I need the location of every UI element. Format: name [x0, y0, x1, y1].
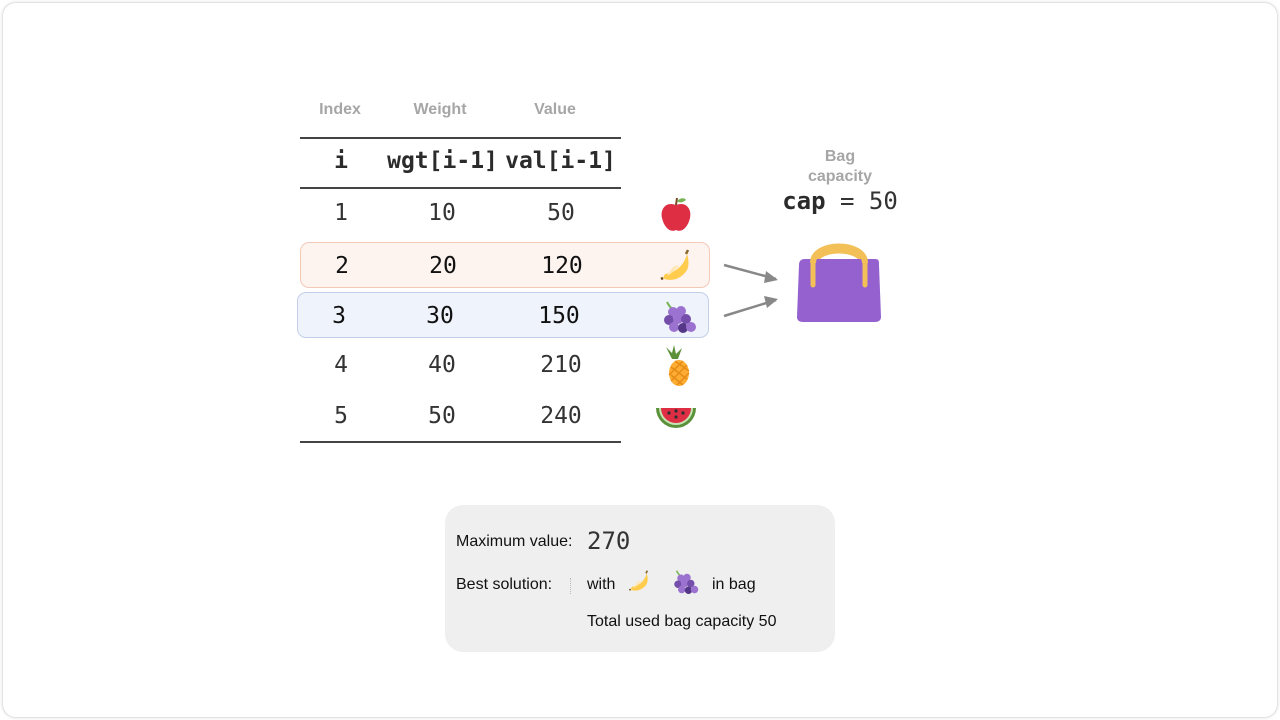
header-value: Value [534, 101, 576, 118]
cap-value: = 50 [840, 187, 898, 215]
row-weight: 30 [426, 303, 454, 329]
max-value: 270 [587, 527, 631, 555]
code-header-value: val[i-1] [505, 148, 616, 174]
row-value: 150 [538, 303, 580, 329]
row-index: 2 [335, 253, 349, 279]
apple-icon [661, 197, 691, 231]
row-index: 1 [334, 200, 348, 226]
max-value-label: Maximum value: [456, 533, 573, 550]
row-weight: 20 [429, 253, 457, 279]
total-capacity-text: Total used bag capacity 50 [587, 613, 777, 630]
row-index: 5 [334, 403, 348, 429]
solution-banana-icon [628, 570, 649, 591]
watermelon-icon [656, 408, 696, 428]
header-weight: Weight [413, 101, 467, 118]
bag-capacity-label: Bag capacity [780, 147, 900, 187]
code-header-weight: wgt[i-1] [387, 148, 498, 174]
with-text: with [587, 576, 616, 593]
arrows [723, 263, 778, 318]
bag-icon [797, 243, 881, 322]
cap-keyword: cap [782, 187, 826, 215]
in-bag-text: in bag [712, 576, 756, 593]
table-header-rule [300, 187, 621, 189]
result-panel [445, 505, 835, 652]
row-weight: 50 [428, 403, 456, 429]
table-bottom-rule [300, 441, 621, 443]
row-index: 3 [332, 303, 346, 329]
row-value: 120 [541, 253, 583, 279]
row-weight: 10 [428, 200, 456, 226]
header-index: Index [319, 101, 361, 118]
arrow-from-row-3 [723, 296, 778, 318]
bag-title-line1: Bag [824, 148, 856, 165]
row-value: 50 [547, 200, 575, 226]
banana-icon [660, 249, 690, 281]
bag-title-line2: capacity [807, 168, 873, 185]
table-row-5: 5 50 240 [300, 393, 710, 439]
row-weight: 40 [428, 352, 456, 378]
grapes-icon [664, 301, 696, 333]
arrow-from-row-2 [723, 263, 778, 283]
table-row-2: 2 20 120 [300, 242, 710, 288]
bag-capacity-expression: cap = 50 [770, 187, 910, 215]
row-value: 240 [540, 403, 582, 429]
pineapple-icon [666, 345, 690, 386]
code-header-index: i [334, 148, 348, 174]
solution-separator [570, 578, 572, 594]
table-row-1: 1 10 50 [300, 190, 710, 236]
row-index: 4 [334, 352, 348, 378]
row-value: 210 [540, 352, 582, 378]
best-solution-label: Best solution: [456, 576, 553, 593]
table-row-3: 3 30 150 [297, 292, 709, 338]
table-top-rule [300, 137, 621, 139]
table-row-4: 4 40 210 [300, 342, 710, 388]
solution-grapes-icon [674, 570, 699, 594]
